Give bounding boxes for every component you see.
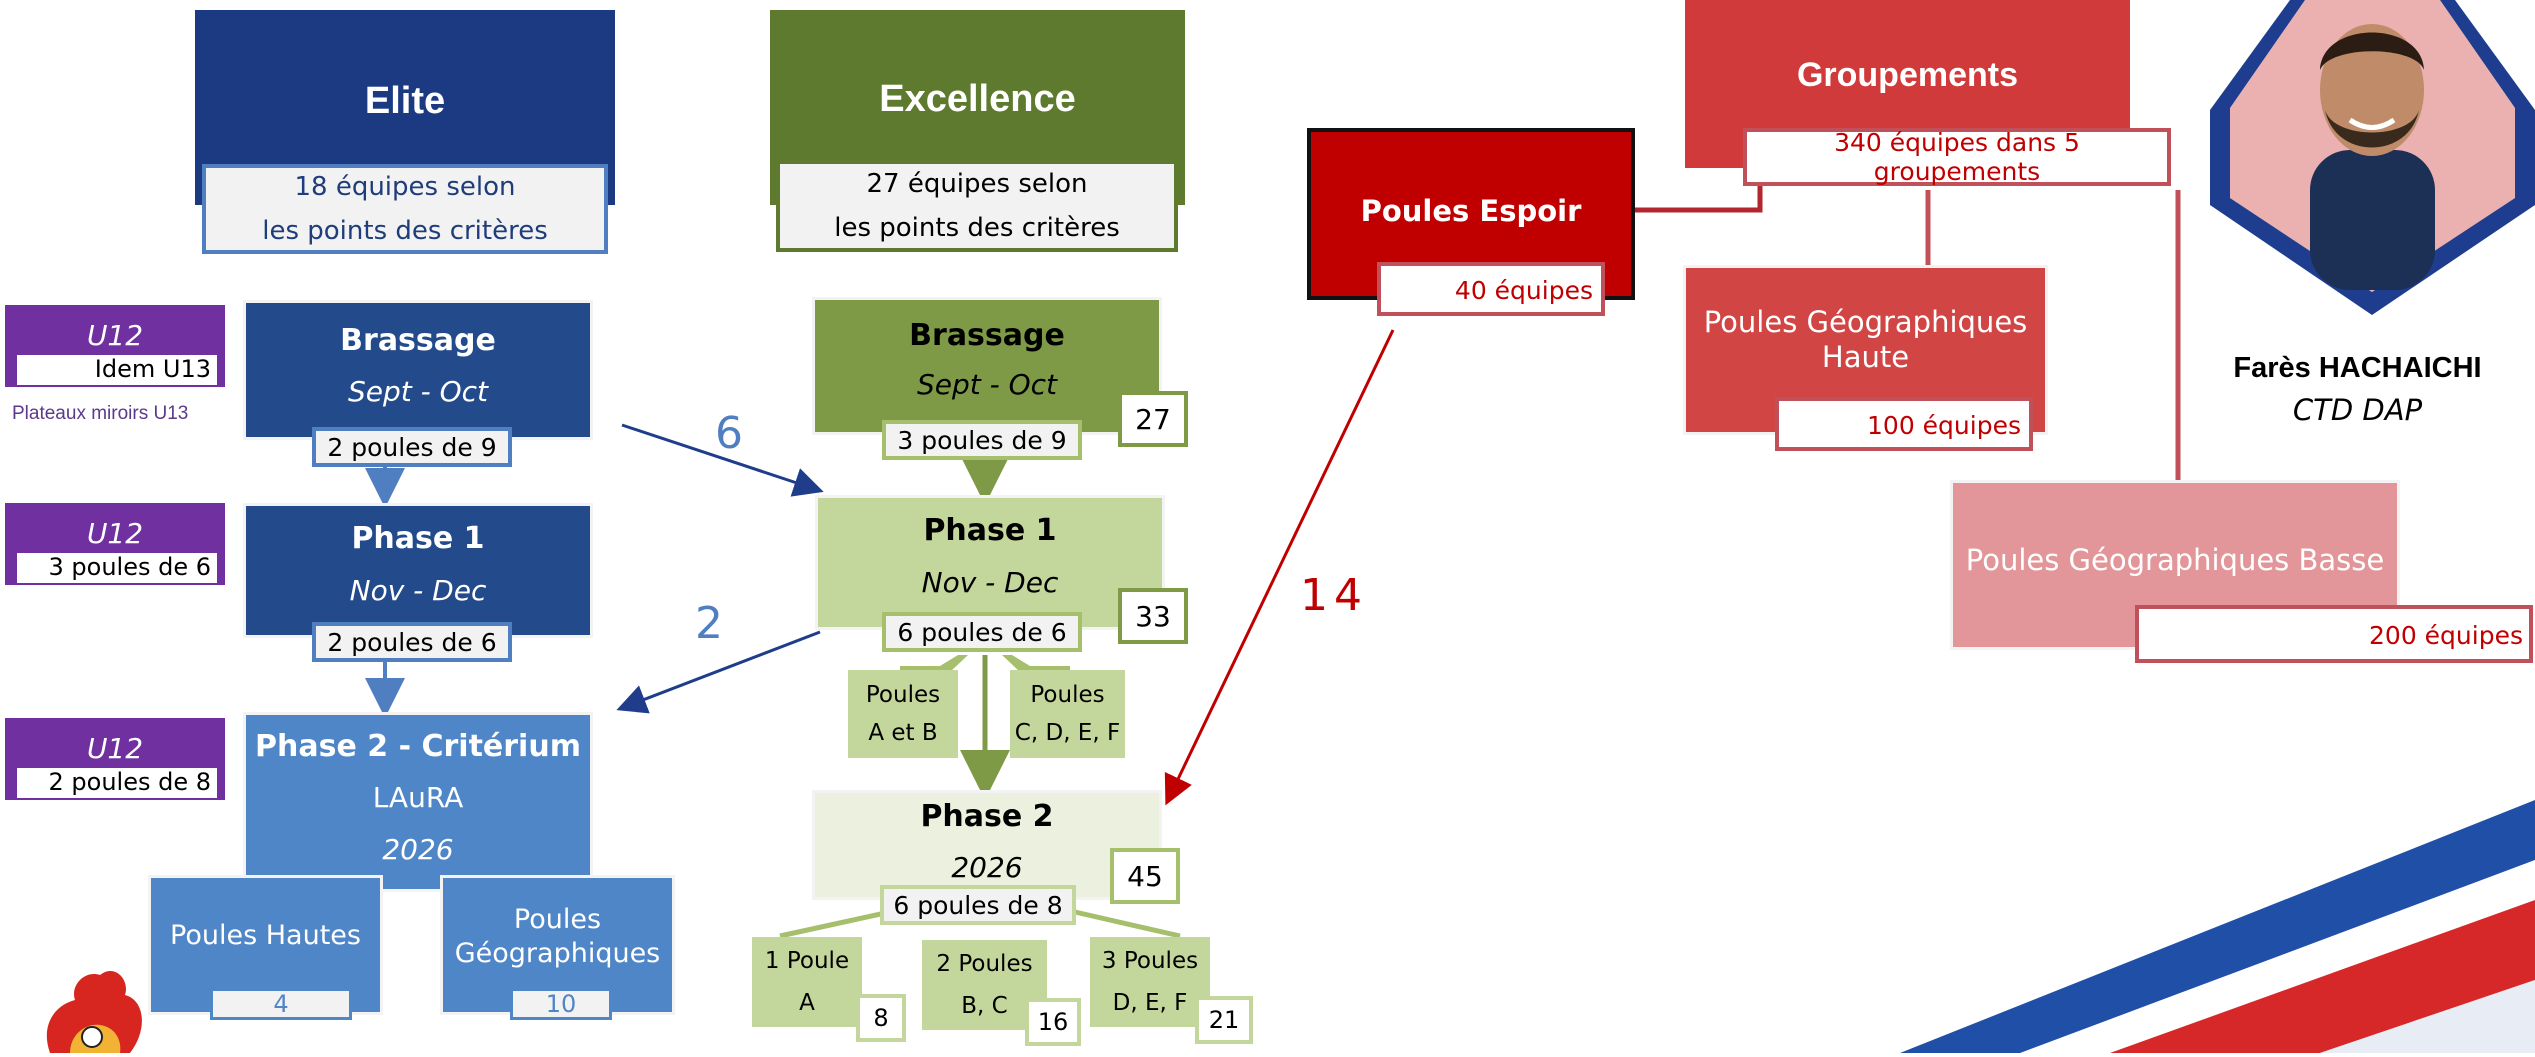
exc-phase2-poules: 6 poules de 8: [880, 885, 1076, 925]
exc-sub-1: 1 Poule A: [752, 937, 862, 1027]
arrow-fourteen-label: 14: [1300, 570, 1368, 621]
exc-phase1-title: Phase 1: [923, 513, 1057, 548]
arrow-two: [616, 630, 821, 714]
elite-phase1-box: Phase 1 Nov - Dec: [243, 503, 593, 638]
person-photo: [2210, 0, 2535, 320]
exc-sub-1-line2: A: [799, 990, 815, 1016]
exc-phase1-box: Phase 1 Nov - Dec: [815, 495, 1165, 630]
exc-split-ab-line1: Poules: [865, 682, 941, 708]
elite-phase2-sub: LAuRA: [372, 781, 464, 814]
exc-sub-1-line1: 1 Poule: [764, 948, 850, 974]
elite-brassage-dates: Sept - Oct: [347, 375, 489, 408]
arrow-two-label: 2: [695, 598, 723, 649]
elite-geo-label2: Géographiques: [454, 938, 661, 969]
exc-brassage-count: 27: [1118, 391, 1188, 447]
elite-phase2-year: 2026: [382, 833, 454, 866]
exc-phase2-count: 45: [1110, 848, 1180, 904]
elite-brassage-box: Brassage Sept - Oct: [243, 300, 593, 440]
elite-title: Elite: [364, 80, 446, 122]
elite-description: 18 équipes selon les points des critères: [202, 164, 608, 254]
elite-hautes-count: 4: [210, 988, 352, 1020]
plateaux-miroirs: Plateaux miroirs U13: [12, 403, 189, 424]
elite-phase1-poules: 2 poules de 6: [312, 622, 512, 662]
elite-phase1-title: Phase 1: [351, 521, 485, 556]
excellence-title: Excellence: [879, 78, 1076, 120]
exc-split-cf-line1: Poules: [1030, 682, 1105, 708]
excellence-desc-line1: 27 équipes selon: [866, 169, 1088, 199]
exc-fan-right: [1074, 909, 1181, 939]
elite-phase2-title: Phase 2 - Critérium: [255, 729, 581, 764]
exc-sub-1-count: 8: [856, 994, 906, 1042]
u12-tag-2-label: U12: [86, 517, 144, 550]
espoir-title: Poules Espoir: [1360, 194, 1582, 228]
exc-fan-left: [779, 909, 891, 939]
espoir-link: [1633, 176, 1763, 213]
exc-brassage-title: Brassage: [909, 318, 1065, 353]
elite-brassage-poules: 2 poules de 9: [312, 427, 512, 467]
u12-tag-1: U12 Idem U13: [5, 305, 225, 387]
exc-phase1-poules: 6 poules de 6: [882, 612, 1082, 652]
elite-desc-line2: les points des critères: [262, 216, 548, 246]
espoir-count: 40 équipes: [1377, 262, 1605, 316]
haute-label1: Poules Géographiques: [1703, 305, 2028, 339]
exc-sub-3-count: 21: [1195, 996, 1253, 1044]
person-name: Farès HACHAICHI: [2233, 352, 2482, 384]
exc-sub-2-line1: 2 Poules: [936, 951, 1033, 977]
u12-tag-3: U12 2 poules de 8: [5, 718, 225, 800]
arrow-fourteen: [1164, 329, 1395, 806]
u12-tag-2: U12 3 poules de 6: [5, 503, 225, 585]
elite-brassage-title: Brassage: [340, 323, 496, 358]
exc-split-right: [1002, 655, 1070, 672]
exc-sub-3: 3 Poules D, E, F: [1090, 937, 1210, 1027]
excellence-description: 27 équipes selon les points des critères: [776, 160, 1178, 252]
elite-desc-line1: 18 équipes selon: [294, 172, 516, 202]
haute-label2: Haute: [1821, 340, 1910, 374]
exc-split-left: [900, 655, 968, 672]
exc-phase1-count: 33: [1118, 588, 1188, 644]
flag-stripes-icon: [1900, 790, 2535, 1053]
groupements-title: Groupements: [1796, 56, 2019, 94]
exc-split-cf-line2: C, D, E, F: [1014, 720, 1121, 746]
basse-count: 200 équipes: [2135, 605, 2533, 663]
u12-tag-1-label: U12: [86, 319, 144, 352]
exc-phase2-year: 2026: [951, 851, 1023, 884]
exc-phase1-dates: Nov - Dec: [921, 566, 1059, 599]
exc-brassage-dates: Sept - Oct: [916, 368, 1058, 401]
exc-sub-2-count: 16: [1025, 998, 1081, 1046]
exc-sub-3-line1: 3 Poules: [1101, 948, 1199, 974]
u12-tag-1-text: Idem U13: [17, 355, 217, 385]
league-logo-icon: [30, 955, 160, 1053]
exc-split-cf: Poules C, D, E, F: [1010, 670, 1125, 758]
u12-tag-3-label: U12: [86, 732, 144, 765]
exc-phase2-title: Phase 2: [920, 799, 1054, 834]
exc-split-ab: Poules A et B: [848, 670, 958, 758]
exc-split-ab-line2: A et B: [868, 720, 938, 746]
haute-count: 100 équipes: [1775, 397, 2033, 451]
elite-phase2-box: Phase 2 - Critérium LAuRA 2026: [243, 712, 593, 892]
person-role: CTD DAP: [2292, 393, 2423, 427]
groupements-desc: 340 équipes dans 5 groupements: [1743, 128, 2171, 186]
u12-tag-2-text: 3 poules de 6: [17, 553, 217, 583]
basse-label: Poules Géographiques Basse: [1965, 543, 2385, 577]
u12-tag-3-text: 2 poules de 8: [17, 768, 217, 798]
elite-geo-label1: Poules: [513, 904, 602, 935]
exc-sub-2-line2: B, C: [961, 993, 1008, 1019]
elite-phase1-dates: Nov - Dec: [349, 574, 487, 607]
exc-brassage-box: Brassage Sept - Oct: [812, 297, 1162, 435]
exc-brassage-poules: 3 poules de 9: [882, 420, 1082, 460]
elite-geo-count: 10: [510, 988, 612, 1020]
exc-sub-3-line2: D, E, F: [1112, 990, 1188, 1016]
arrow-six: [621, 423, 824, 497]
elite-hautes-label: Poules Hautes: [170, 920, 361, 951]
excellence-desc-line2: les points des critères: [834, 213, 1120, 243]
arrow-six-label: 6: [715, 408, 743, 459]
